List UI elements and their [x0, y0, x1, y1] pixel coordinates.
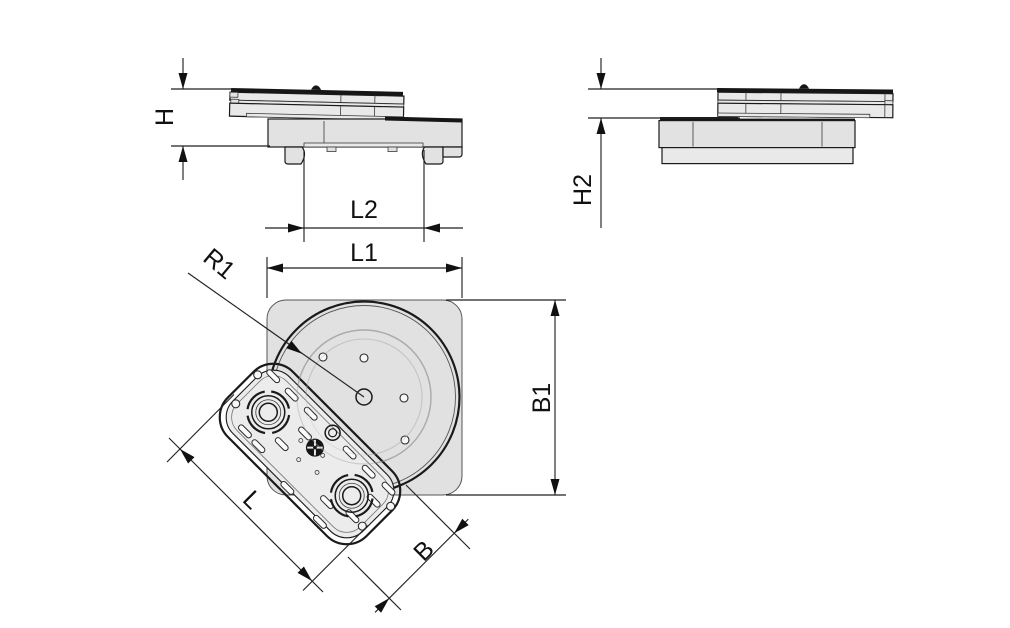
left-foot: [284, 146, 306, 165]
pin-hole: [314, 469, 320, 475]
side-right-base: [658, 117, 856, 165]
arrowhead: [550, 300, 560, 316]
center-circle: [355, 388, 373, 406]
arrowhead: [374, 598, 390, 613]
dimension-L1: L1: [266, 239, 463, 298]
plate-hole: [318, 352, 328, 362]
plate-hole: [359, 353, 369, 363]
arrowhead: [550, 479, 560, 495]
arrowhead: [297, 566, 312, 581]
pin-hole: [298, 438, 304, 443]
light-circle-overlay: [296, 329, 432, 465]
pin-hole: [320, 453, 326, 458]
right-foot: [421, 146, 444, 165]
dimension-H: H: [151, 58, 270, 180]
plate-corner-hole: [386, 501, 396, 511]
dimension-L2: L2: [265, 150, 463, 242]
suction-ring: [329, 473, 374, 518]
plate-hole: [400, 435, 410, 445]
side-right-top-plate: [716, 84, 894, 119]
arrowhead: [446, 263, 462, 273]
side-view-right: H2: [569, 58, 894, 228]
arrowhead: [424, 223, 440, 233]
knob: [305, 438, 324, 457]
dim-label-L1: L1: [350, 239, 378, 267]
arrowhead: [178, 146, 188, 162]
plate-hole: [399, 393, 409, 403]
suction-ring: [246, 390, 291, 435]
dimension-B1: B1: [446, 299, 566, 496]
dim-label-L2: L2: [350, 196, 378, 224]
arrowhead: [286, 340, 302, 354]
light-circle-overlay: [305, 338, 423, 456]
arrowhead: [454, 518, 469, 534]
dim-label-H: H: [151, 108, 179, 126]
side-left-base: [267, 116, 463, 165]
arrowhead: [288, 223, 304, 233]
screw-head: [311, 85, 322, 91]
side-view-left: H L2: [151, 58, 463, 242]
dim-label-R1: R1: [198, 243, 240, 285]
plate-corner-hole: [253, 370, 263, 380]
screw-head: [799, 84, 810, 89]
small-ring: [324, 424, 341, 442]
arrowhead: [596, 118, 606, 134]
arrowhead: [180, 449, 195, 464]
dim-label-B1: B1: [528, 383, 556, 414]
side-left-top-plate: [228, 85, 405, 121]
right-corner-block: [442, 146, 463, 158]
pin-hole: [296, 457, 302, 463]
dimension-H2: H2: [569, 58, 740, 228]
plate-corner-hole: [231, 399, 241, 409]
arrowhead: [178, 73, 188, 89]
arrowhead: [267, 263, 283, 273]
dim-label-H2: H2: [569, 174, 597, 206]
suction-plate: [218, 362, 402, 546]
top-view: L1 B1 R1 L: [166, 239, 566, 613]
arrowhead: [596, 73, 606, 89]
dim-label-B: B: [408, 535, 440, 567]
